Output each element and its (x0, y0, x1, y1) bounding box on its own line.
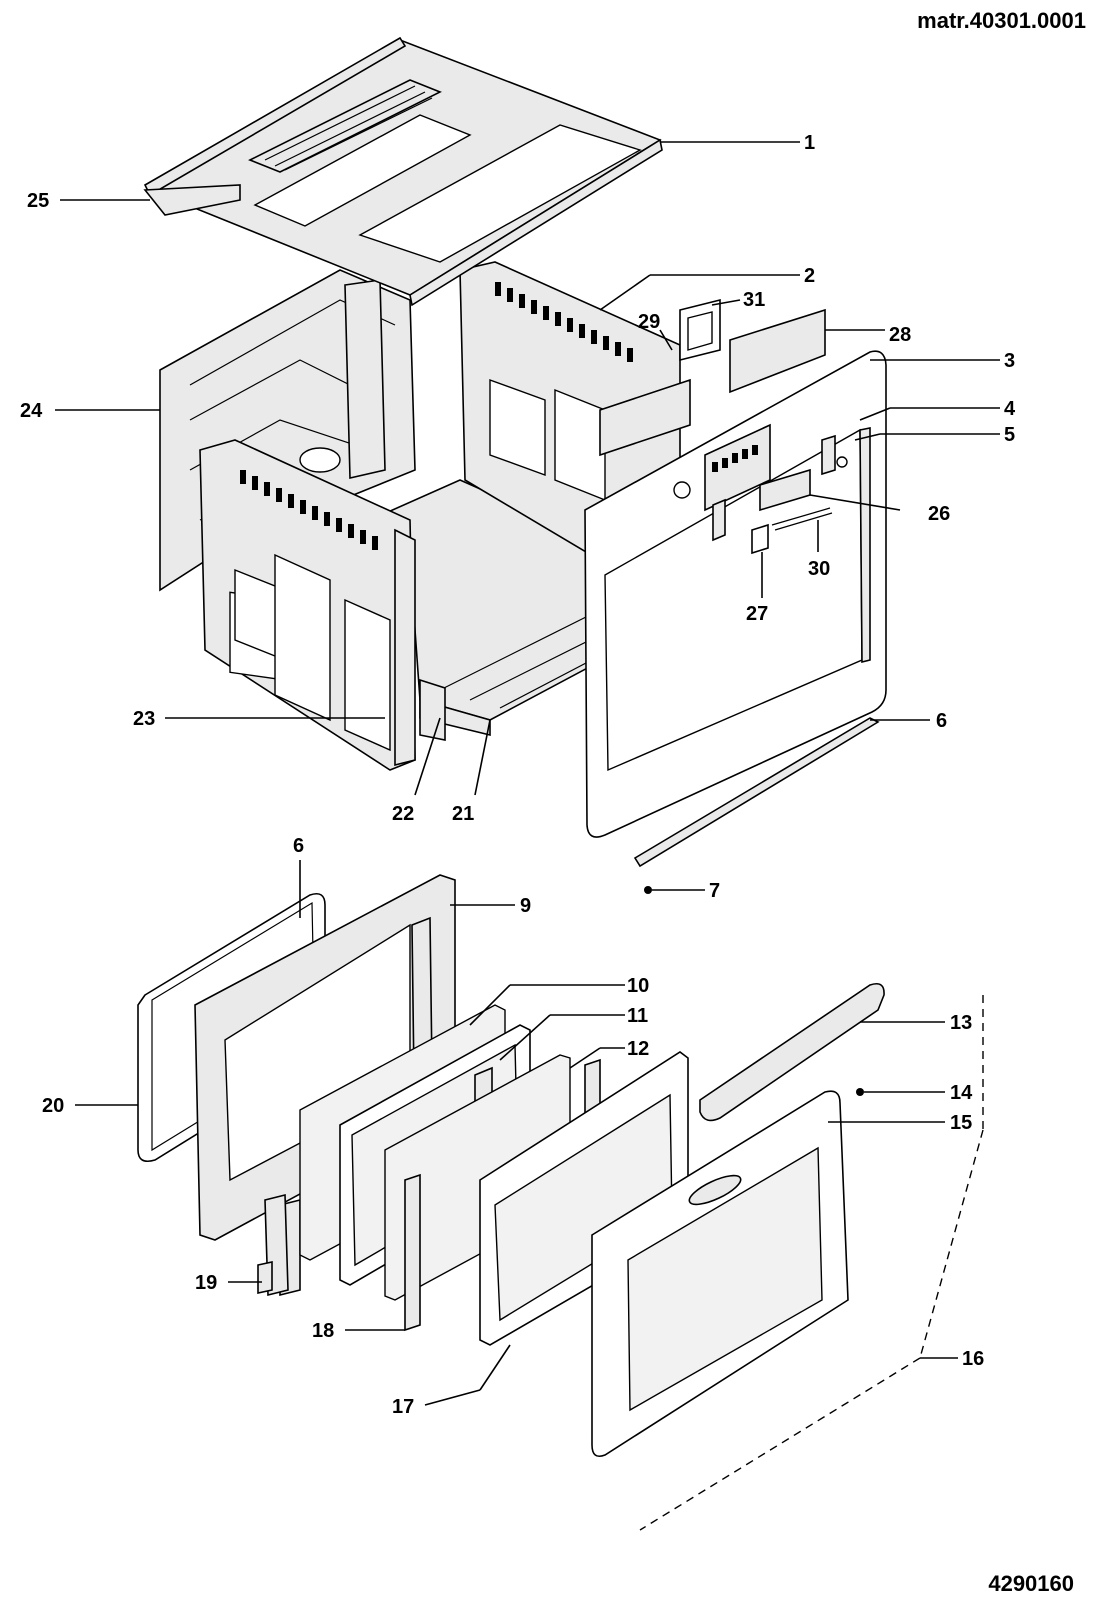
callout-15: 15 (950, 1112, 972, 1134)
callout-6-door: 6 (293, 835, 304, 857)
leader-lines (55, 141, 1000, 1406)
part-outer-door (591, 1090, 849, 1458)
callout-6-seal: 6 (936, 710, 947, 732)
part-screw (856, 1088, 864, 1096)
callout-10: 10 (627, 975, 649, 997)
callout-4: 4 (1004, 398, 1016, 420)
callout-13: 13 (950, 1012, 972, 1034)
callout-17: 17 (392, 1396, 414, 1418)
callout-29: 29 (638, 311, 660, 333)
part-front-frame (584, 350, 887, 838)
callout-5: 5 (1004, 424, 1015, 446)
door-group-boundary (639, 995, 984, 1531)
vent-slots-right (495, 282, 633, 362)
vent-slots-left (240, 470, 378, 550)
callout-12: 12 (627, 1038, 649, 1060)
callout-16: 16 (962, 1348, 984, 1370)
callout-22: 22 (392, 803, 414, 825)
part-hinge (257, 1193, 289, 1297)
part-top-cover (143, 36, 663, 307)
part-bracket-plate (729, 308, 826, 394)
part-door-handle (699, 982, 885, 1122)
part-fastener (644, 886, 652, 894)
callout-19: 19 (195, 1272, 217, 1294)
part-small-insert (751, 523, 769, 555)
callout-30: 30 (808, 558, 830, 580)
part-front-trim-strip (143, 184, 241, 216)
callout-26: 26 (928, 503, 950, 525)
callout-18: 18 (312, 1320, 334, 1342)
drawing-number: 4290160 (988, 1571, 1074, 1596)
callout-11: 11 (627, 1005, 648, 1027)
callout-20: 20 (42, 1095, 64, 1117)
callout-2: 2 (804, 265, 815, 287)
callout-27: 27 (746, 603, 768, 625)
callout-23: 23 (133, 708, 155, 730)
callout-labels: 1 2 3 4 5 6 7 6 9 10 11 12 13 14 15 16 1… (20, 132, 1016, 1418)
part-vertical-bracket (404, 1173, 421, 1332)
part-pin-rail (771, 507, 833, 531)
callout-24: 24 (20, 400, 43, 422)
callout-28: 28 (889, 324, 911, 346)
callout-9: 9 (520, 895, 531, 917)
callout-7: 7 (709, 880, 720, 902)
callout-3: 3 (1004, 350, 1015, 372)
callout-14: 14 (950, 1082, 973, 1104)
callout-21: 21 (452, 803, 474, 825)
control-knob-row (712, 445, 758, 472)
part-left-side-panel (199, 439, 416, 771)
callout-31: 31 (743, 289, 765, 311)
document-code: matr.40301.0001 (917, 8, 1086, 33)
callout-25: 25 (27, 190, 49, 212)
part-small-frame (679, 298, 721, 362)
part-bottom-seal-strip (633, 717, 880, 868)
callout-1: 1 (804, 132, 815, 154)
